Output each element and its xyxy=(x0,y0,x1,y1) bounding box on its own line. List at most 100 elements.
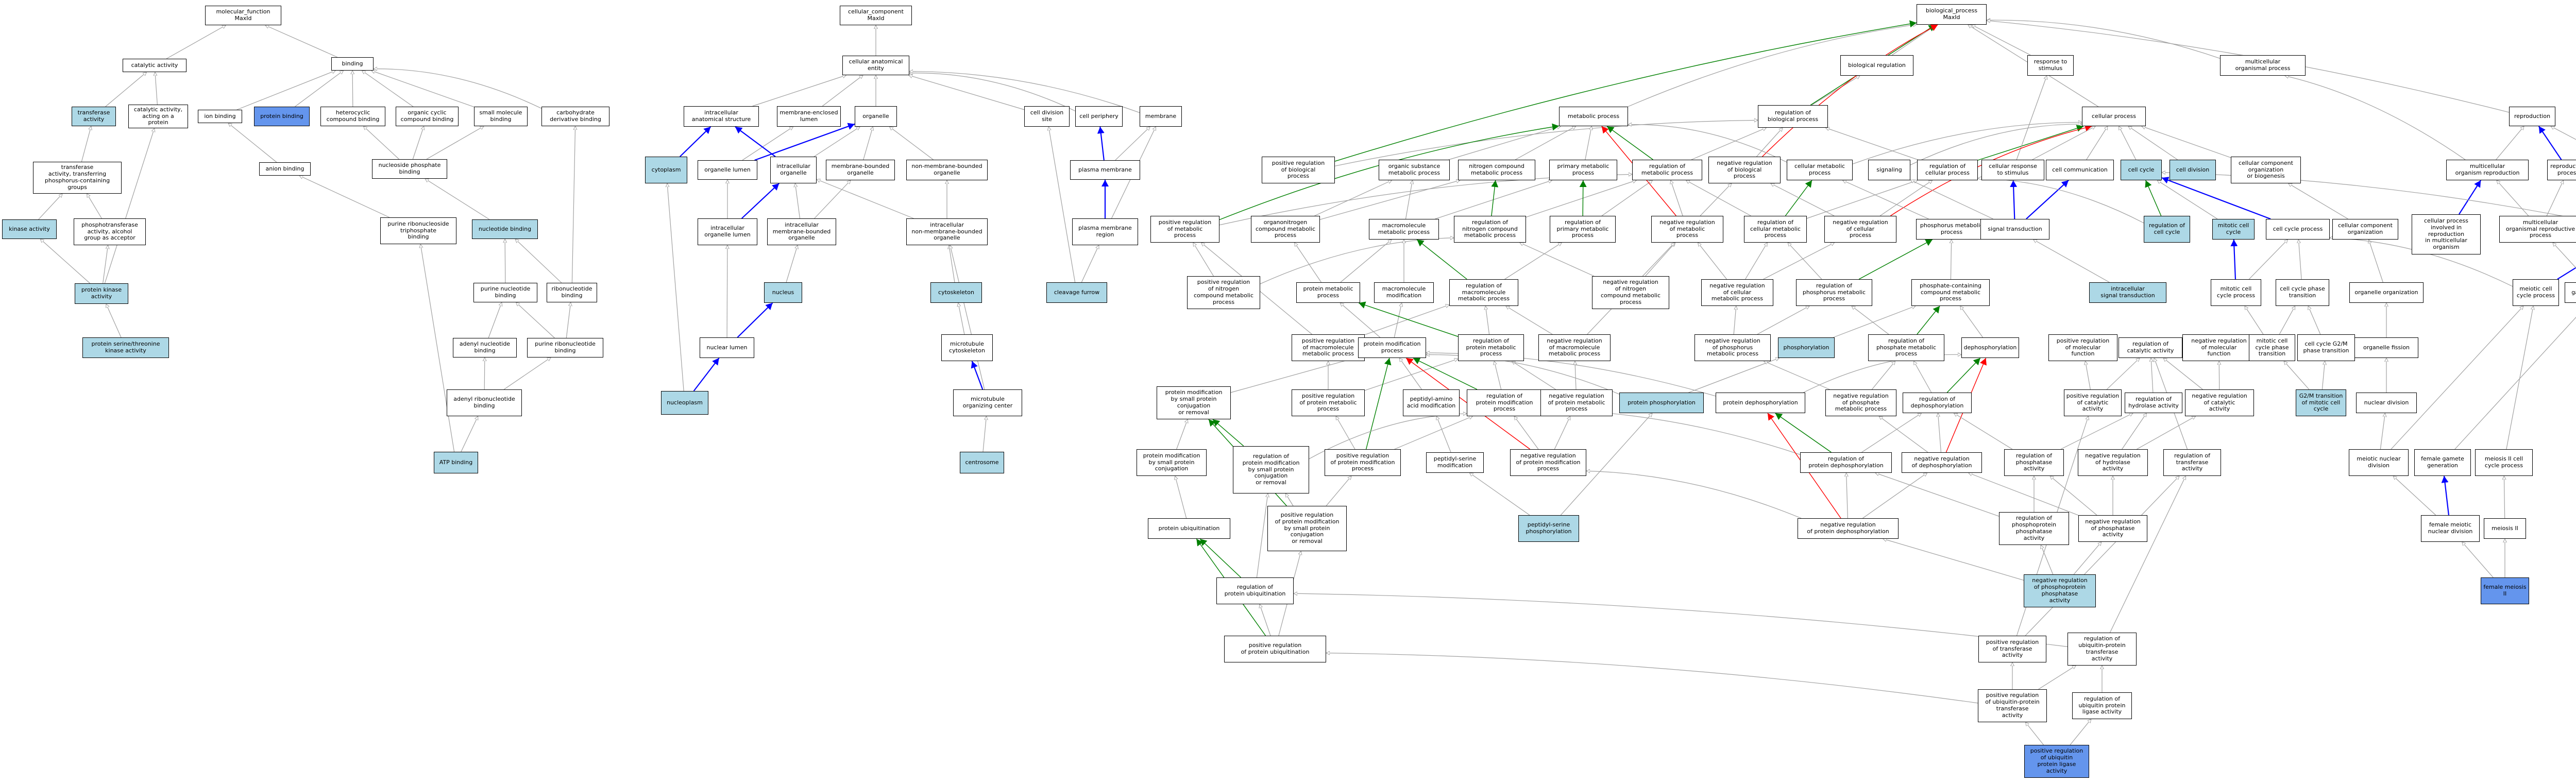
go-term-node-membrane[interactable]: membrane xyxy=(1140,106,1182,127)
go-term-node-binding[interactable]: binding xyxy=(331,57,374,71)
go-term-node-adenyl-nt[interactable]: adenyl nucleotide binding xyxy=(453,338,517,358)
go-term-node-reg-protein-ubiq[interactable]: regulation of protein ubiquitination xyxy=(1216,577,1294,604)
go-term-node-g2m-mitotic[interactable]: G2/M transition of mitotic cell cycle xyxy=(2296,389,2346,416)
go-term-node-kinase[interactable]: kinase activity xyxy=(2,219,57,239)
go-term-node-cytoskeleton[interactable]: cytoskeleton xyxy=(930,282,982,303)
go-term-node-cytoplasm[interactable]: cytoplasm xyxy=(645,157,687,183)
go-term-node-pos-reg-mol-func[interactable]: positive regulation of molecular functio… xyxy=(2048,334,2117,361)
go-term-node-reg-protein-mod[interactable]: regulation of protein modification proce… xyxy=(1467,389,1542,416)
go-term-node-nuclear-lumen[interactable]: nuclear lumen xyxy=(700,337,754,358)
go-term-node-cell-comm[interactable]: cell communication xyxy=(2046,160,2114,180)
go-term-node-pm-small-conj[interactable]: protein modification by small protein co… xyxy=(1157,386,1231,419)
go-term-node-reproduction[interactable]: reproduction xyxy=(2509,107,2555,126)
go-term-node-organelle[interactable]: organelle xyxy=(855,106,897,127)
go-term-node-neg-reg-phosphate-met[interactable]: negative regulation of phosphate metabol… xyxy=(1825,389,1896,416)
go-term-node-macromol-mod[interactable]: macromolecule modification xyxy=(1374,282,1434,303)
go-term-node-cell-cycle[interactable]: cell cycle xyxy=(2121,160,2162,180)
go-term-node-pos-reg-macromol-met[interactable]: positive regulation of macromolecule met… xyxy=(1292,334,1365,361)
go-term-node-mitotic-phase-trans[interactable]: mitotic cell cycle phase transition xyxy=(2249,334,2295,361)
go-term-node-purine-nt[interactable]: purine nucleotide binding xyxy=(473,283,537,302)
go-term-node-catalytic[interactable]: catalytic activity xyxy=(123,59,187,72)
go-term-node-ic-signal-trans[interactable]: intracellular signal transduction xyxy=(2089,282,2166,303)
go-term-node-bp[interactable]: biological_process MaxId xyxy=(1917,4,1987,25)
go-term-node-peptidyl-ser-phos[interactable]: peptidyl-serine phosphorylation xyxy=(1518,515,1579,542)
go-term-node-neg-reg-phos-met[interactable]: negative regulation of phosphorus metabo… xyxy=(1694,334,1771,361)
go-term-node-pos-reg-protein-met[interactable]: positive regulation of protein metabolic… xyxy=(1292,389,1365,416)
go-term-node-female-gamete[interactable]: female gamete generation xyxy=(2414,449,2471,476)
go-term-node-reg-cat-act[interactable]: regulation of catalytic activity xyxy=(2119,337,2182,358)
go-term-node-cleavage-furrow[interactable]: cleavage furrow xyxy=(1046,282,1107,303)
go-term-node-nucleus[interactable]: nucleus xyxy=(764,282,802,303)
go-term-node-signaling[interactable]: signaling xyxy=(1868,160,1910,180)
go-term-node-pos-reg-pm-small-conj[interactable]: positive regulation of protein modificat… xyxy=(1267,506,1347,551)
go-term-node-organelle-fission[interactable]: organelle fission xyxy=(2354,337,2418,358)
go-term-node-transferase[interactable]: transferase activity xyxy=(72,107,116,126)
go-term-node-neg-reg-mol-func[interactable]: negative regulation of molecular functio… xyxy=(2182,334,2256,361)
go-term-node-reg-phosphate-met[interactable]: regulation of phosphate metabolic proces… xyxy=(1868,334,1944,361)
go-term-node-cds[interactable]: cell division site xyxy=(1024,106,1070,127)
go-term-node-neg-reg-dephos[interactable]: negative regulation of dephosphorylation xyxy=(1902,452,1982,473)
go-term-node-protein-mod[interactable]: protein modification process xyxy=(1358,337,1426,358)
go-term-node-pos-reg-ubiq-transferase[interactable]: positive regulation of ubiquitin-protein… xyxy=(1978,689,2047,722)
go-term-node-mb-organelle[interactable]: membrane-bounded organelle xyxy=(826,160,895,180)
go-term-node-pos-reg-cat-act[interactable]: positive regulation of catalytic activit… xyxy=(2064,389,2122,416)
go-term-node-pm-region[interactable]: plasma membrane region xyxy=(1072,218,1138,245)
go-term-node-neg-reg-macromol-met[interactable]: negative regulation of macromolecule met… xyxy=(1538,334,1611,361)
go-term-node-protein-ubiq[interactable]: protein ubiquitination xyxy=(1148,518,1230,539)
go-term-node-reg-ubiq-ligase[interactable]: regulation of ubiquitin protein ligase a… xyxy=(2072,692,2132,719)
go-term-node-reg-cell-met[interactable]: regulation of cellular metabolic process xyxy=(1744,216,1807,243)
go-term-node-protein-met[interactable]: protein metabolic process xyxy=(1296,282,1360,303)
go-term-node-org-cyclic[interactable]: organic cyclic compound binding xyxy=(396,107,459,126)
go-term-node-reg-phos-met[interactable]: regulation of phosphorus metabolic proce… xyxy=(1796,279,1872,306)
go-term-node-female-meiotic-nuc-div[interactable]: female meiotic nuclear division xyxy=(2421,515,2480,542)
go-term-node-ic-nmb-org[interactable]: intracellular non-membrane-bounded organ… xyxy=(906,218,988,245)
go-term-node-peptidyl-aa[interactable]: peptidyl-amino acid modification xyxy=(1403,389,1460,416)
go-term-node-bio-reg[interactable]: biological regulation xyxy=(1840,55,1913,76)
go-term-node-mf[interactable]: molecular_function MaxId xyxy=(205,6,281,25)
go-term-node-reg-transferase[interactable]: regulation of transferase activity xyxy=(2163,449,2221,476)
go-term-node-carb-deriv[interactable]: carbohydrate derivative binding xyxy=(541,107,609,126)
go-term-node-reg-cell-cycle[interactable]: regulation of cell cycle xyxy=(2144,216,2190,243)
go-term-node-purine-ntp[interactable]: purine ribonucleoside triphosphate bindi… xyxy=(380,217,456,244)
go-term-node-phosphate-met[interactable]: phosphate-containing compound metabolic … xyxy=(1911,279,1990,306)
go-term-node-ic-organelle[interactable]: intracellular organelle xyxy=(770,157,817,183)
go-term-node-protein-phosphorylation[interactable]: protein phosphorylation xyxy=(1619,393,1704,413)
go-term-node-reg-protein-met[interactable]: regulation of protein metabolic process xyxy=(1458,334,1524,361)
go-term-node-cae[interactable]: cellular anatomical entity xyxy=(842,56,909,75)
go-term-node-meiosis-ii[interactable]: meiosis II xyxy=(2484,518,2526,539)
go-term-node-centrosome[interactable]: centrosome xyxy=(960,452,1004,473)
go-term-node-ias[interactable]: intracellular anatomical structure xyxy=(684,106,759,127)
go-term-node-neg-reg-cat-act[interactable]: negative regulation of catalytic activit… xyxy=(2185,389,2254,416)
go-term-node-pos-reg-met[interactable]: positive regulation of metabolic process xyxy=(1150,216,1219,243)
go-term-node-pos-reg-bio[interactable]: positive regulation of biological proces… xyxy=(1262,157,1335,183)
go-term-node-protein-binding[interactable]: protein binding xyxy=(254,107,310,126)
go-term-node-anion[interactable]: anion binding xyxy=(259,162,311,176)
go-term-node-pos-reg-ubiq-ligase[interactable]: positive regulation of ubiquitin protein… xyxy=(2024,745,2089,778)
go-term-node-nucleoplasm[interactable]: nucleoplasm xyxy=(661,391,708,415)
go-term-node-reg-met[interactable]: regulation of metabolic process xyxy=(1632,160,1702,180)
go-term-node-female-meiosis-ii[interactable]: female meiosis II xyxy=(2481,577,2529,604)
go-term-node-cell-resp-stim[interactable]: cellular response to stimulus xyxy=(1981,160,2044,180)
go-term-node-reg-phosphoprotein-phosphatase[interactable]: regulation of phosphoprotein phosphatase… xyxy=(1999,512,2069,545)
go-term-node-cc-phase-trans[interactable]: cell cycle phase transition xyxy=(2276,279,2329,306)
go-term-node-purine-rnt[interactable]: purine ribonucleotide binding xyxy=(527,338,603,358)
go-term-node-reg-phosphatase[interactable]: regulation of phosphatase activity xyxy=(2004,449,2064,476)
go-term-node-cell-met[interactable]: cellular metabolic process xyxy=(1787,160,1853,180)
go-term-node-peptidyl-ser[interactable]: peptidyl-serine modification xyxy=(1426,452,1484,473)
go-term-node-nitrogen-met[interactable]: nitrogen compound metabolic process xyxy=(1458,160,1535,180)
go-term-node-reg-cell-proc[interactable]: regulation of cellular process xyxy=(1917,160,1978,180)
go-term-node-resp-stim[interactable]: response to stimulus xyxy=(2027,55,2074,76)
go-term-node-reg-pm-small-conj[interactable]: regulation of protein modification by sm… xyxy=(1233,446,1309,493)
go-term-node-cell-proc-repro[interactable]: cellular process involved in reproductio… xyxy=(2412,214,2481,254)
go-term-node-meiosis-ii-proc[interactable]: meiosis II cell cycle process xyxy=(2475,449,2533,476)
go-term-node-mco-repro-process[interactable]: multicellular organismal reproductive pr… xyxy=(2499,216,2576,243)
go-term-node-pos-reg-N-met[interactable]: positive regulation of nitrogen compound… xyxy=(1187,276,1260,309)
go-term-node-cell-division[interactable]: cell division xyxy=(2170,160,2216,180)
go-term-node-cc-process[interactable]: cell cycle process xyxy=(2266,219,2330,240)
go-term-node-reg-ubiq-transferase[interactable]: regulation of ubiquitin-protein transfer… xyxy=(2067,633,2137,666)
go-term-node-phosphotransf[interactable]: phosphotransferase activity, alcohol gro… xyxy=(74,218,146,245)
go-term-node-mt-cytoskel[interactable]: microtubule cytoskeleton xyxy=(941,334,993,361)
go-term-node-nucleoside-phos[interactable]: nucleoside phosphate binding xyxy=(372,159,447,179)
go-term-node-hetero[interactable]: heterocyclic compound binding xyxy=(320,107,385,126)
go-term-node-meiotic-nuc-div[interactable]: meiotic nuclear division xyxy=(2349,449,2409,476)
